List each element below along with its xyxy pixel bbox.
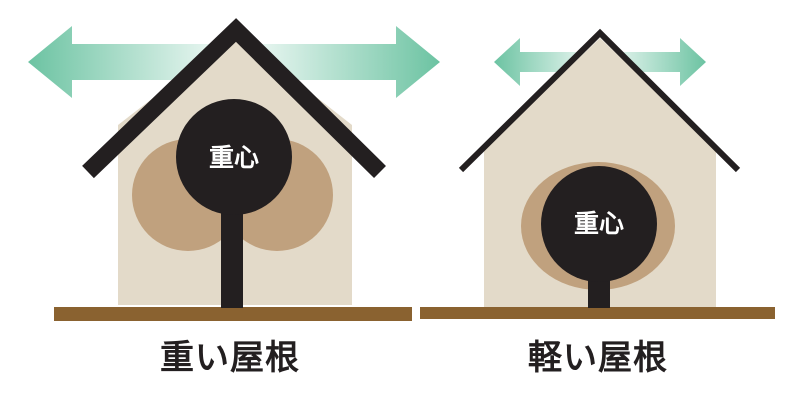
- heavy-roof-caption: 重い屋根: [160, 338, 300, 378]
- light-roof-cog-circle: [541, 166, 657, 282]
- heavy-roof-house: 重心: [28, 18, 440, 321]
- heavy-roof-cog-stem: [221, 195, 243, 308]
- light-roof-cog-label: 重心: [574, 209, 624, 238]
- light-roof-house: 重心: [420, 28, 775, 319]
- light-roof-line: [458, 28, 741, 173]
- light-roof-ground: [420, 307, 775, 319]
- light-roof-caption: 軽い屋根: [528, 338, 668, 378]
- heavy-roof-cog-label: 重心: [209, 143, 259, 172]
- heavy-roof-cog-circle: [176, 99, 292, 215]
- heavy-roof-line: [82, 18, 386, 179]
- heavy-roof-ground: [54, 307, 412, 321]
- light-roof-sway-arrow: [494, 38, 706, 86]
